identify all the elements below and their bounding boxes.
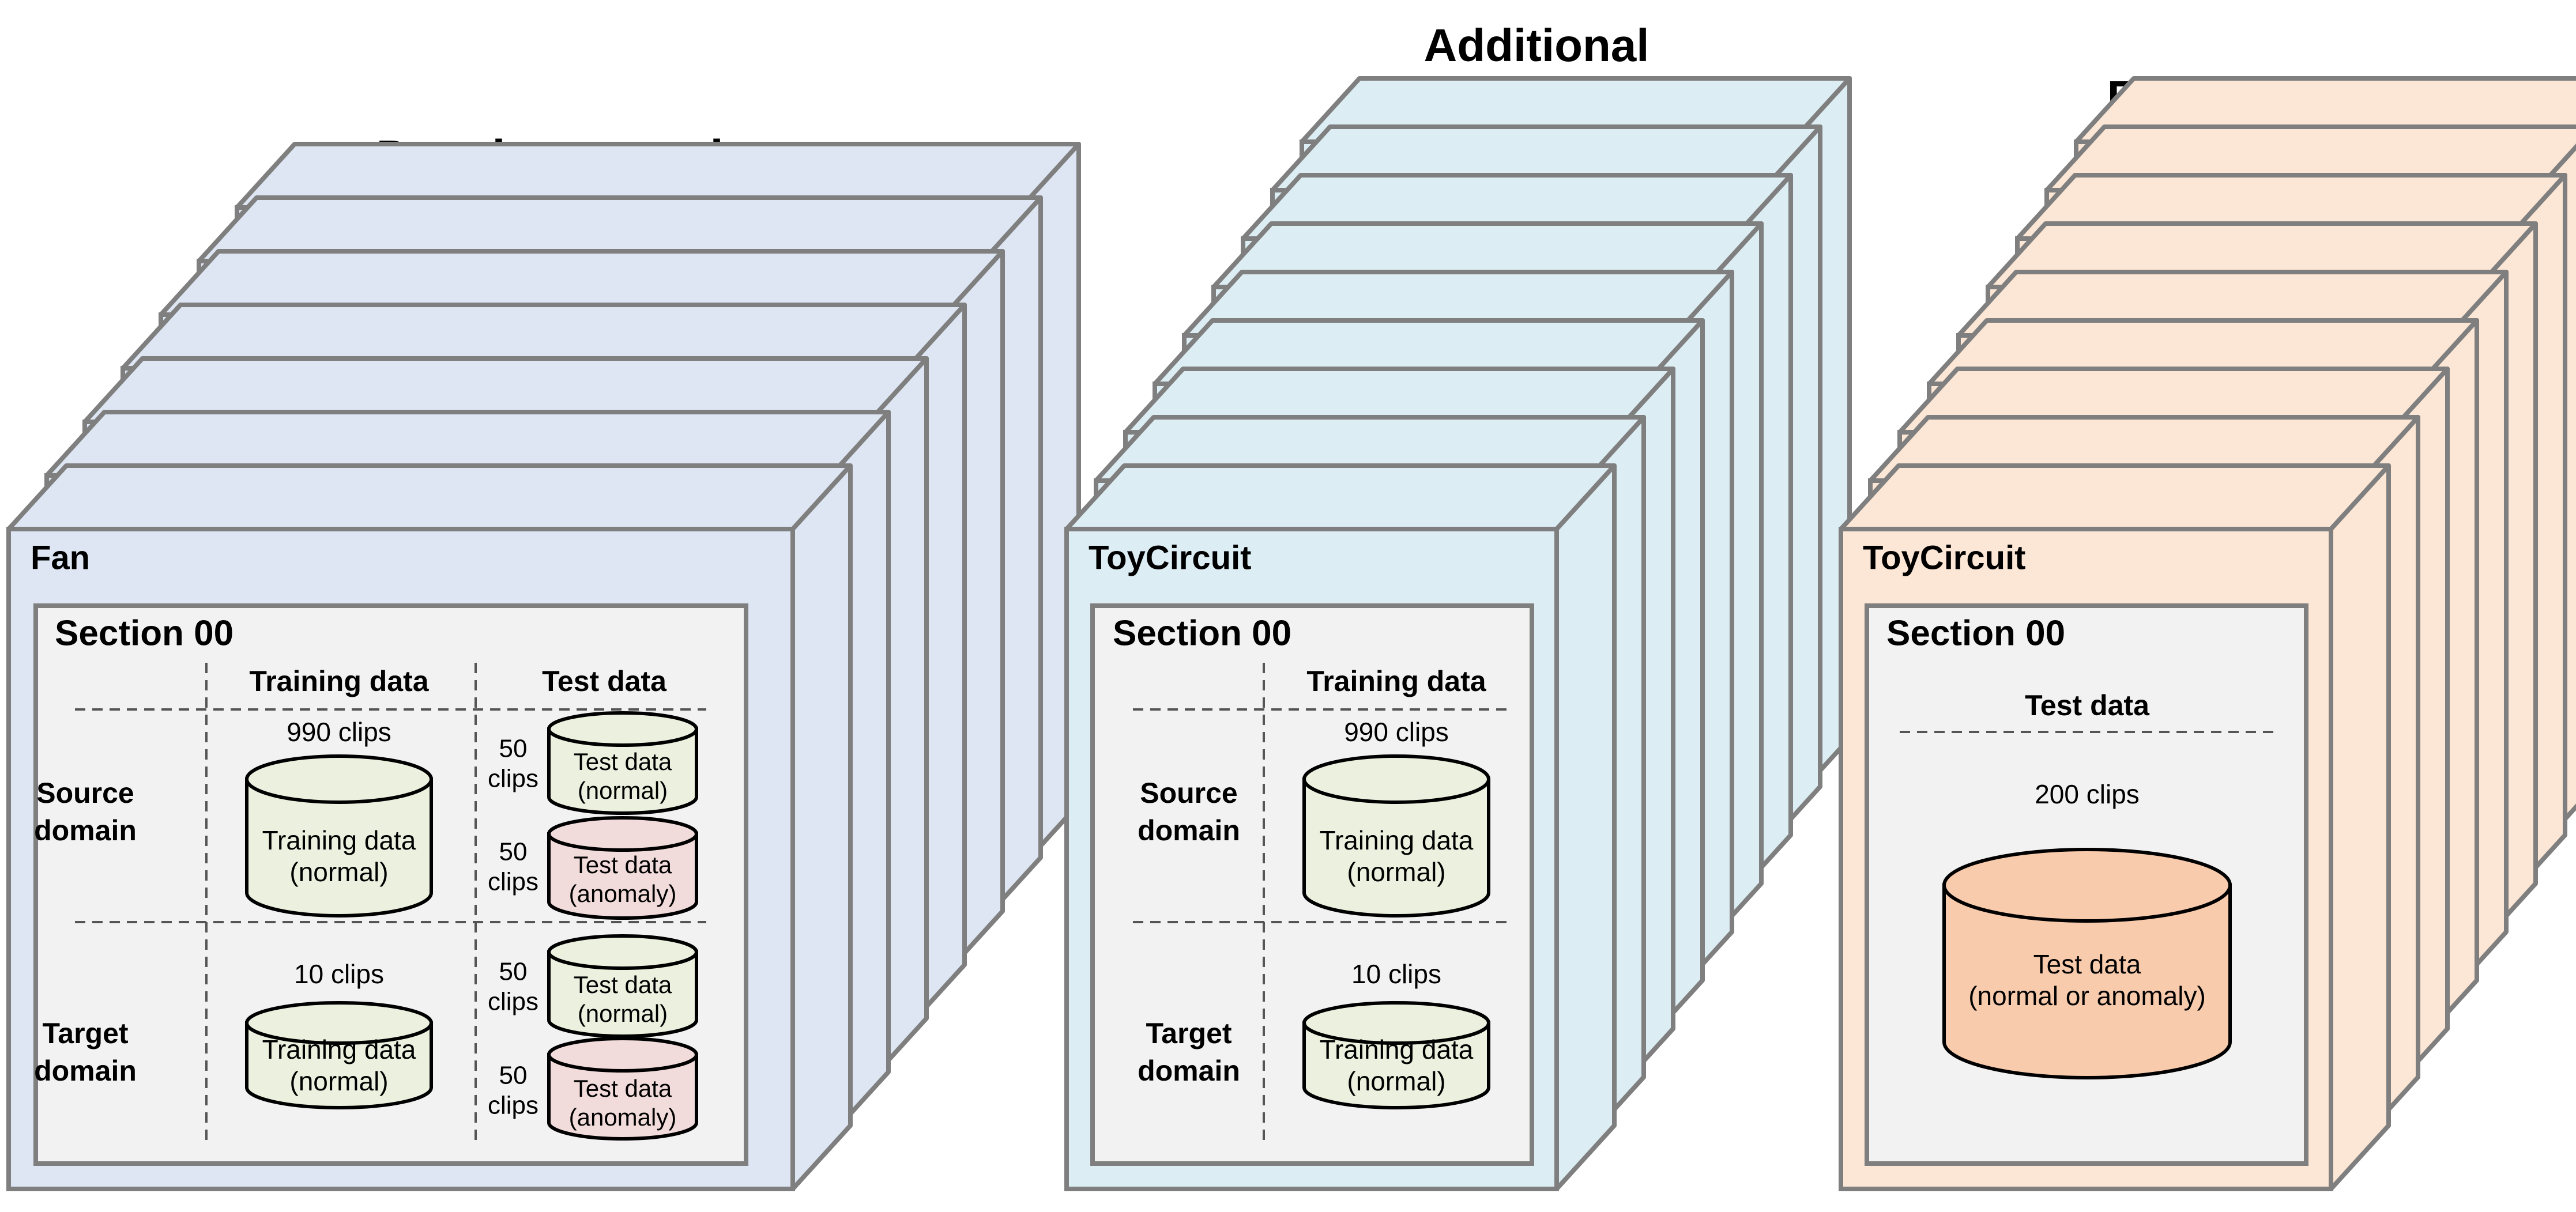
test-data-anomaly-cylinder-body [547, 1053, 698, 1141]
test-data-normal-cylinder [547, 934, 698, 1038]
front-machine-label: ToyCircuit [1089, 539, 1252, 576]
clip-count: 50 [499, 838, 528, 866]
training-data-cylinder-body [245, 777, 433, 918]
clip-count: clips [488, 1092, 538, 1120]
training-data-cylinder-body [1302, 1021, 1490, 1109]
front-machine-label: Fan [31, 539, 90, 576]
test-data-normal-cylinder-top [547, 711, 698, 747]
row-label: Target [42, 1017, 128, 1049]
column-header: Training data [249, 665, 429, 697]
clip-count: 10 clips [294, 959, 384, 989]
cylinder-label: (normal) [578, 777, 668, 804]
training-data-cylinder-body [245, 1021, 433, 1109]
clip-count: 10 clips [1351, 959, 1441, 989]
test-data-cylinder [1942, 848, 2232, 1079]
training-data-cylinder-top [245, 1001, 433, 1045]
row-label: domain [34, 1055, 137, 1087]
training-data-cylinder-top [1302, 754, 1490, 804]
front-layer-top [6, 463, 853, 531]
clip-count: 990 clips [287, 717, 391, 747]
clip-count: clips [488, 988, 538, 1016]
front-machine-label: ToyCircuit [1863, 539, 2026, 576]
test-data-normal-cylinder-body [547, 727, 698, 815]
cylinder-label: Test data [574, 748, 672, 775]
clip-count: clips [488, 765, 538, 793]
training-data-cylinder [245, 1001, 433, 1109]
training-data-cylinder-top [245, 754, 433, 804]
clip-count: 990 clips [1344, 717, 1449, 747]
dataset-title: Additional [1423, 20, 1649, 71]
cylinder-label: (anomaly) [569, 1104, 677, 1131]
cylinder-label: Test data [574, 971, 672, 998]
test-data-anomaly-cylinder [547, 1037, 698, 1141]
clip-count: 50 [499, 958, 528, 986]
evaluation-dataset-group: Evaluation dataset3DPrinterAirCompressor… [1839, 71, 2576, 1191]
cylinder-label: (normal) [289, 1066, 388, 1096]
cylinder-label: Training data [1320, 1034, 1474, 1064]
cylinder-label: (normal) [1347, 1066, 1445, 1096]
cylinder-label: Test data [574, 1075, 672, 1102]
test-data-anomaly-cylinder-body [547, 832, 698, 920]
column-header: Test data [542, 665, 667, 697]
cylinder-label: (normal) [578, 1000, 668, 1027]
test-data-cylinder-top [1942, 848, 2232, 923]
training-data-cylinder [1302, 754, 1490, 918]
row-label: domain [34, 814, 137, 847]
row-label: Source [1140, 777, 1238, 809]
test-data-anomaly-cylinder-top [547, 1037, 698, 1073]
column-header: Test data [2025, 689, 2150, 722]
section-title: Section 00 [1113, 613, 1291, 653]
test-data-anomaly-cylinder [547, 816, 698, 920]
training-data-cylinder [245, 754, 433, 918]
training-data-cylinder-top [1302, 1001, 1490, 1045]
row-label: Source [36, 777, 134, 809]
cylinder-label: (normal) [289, 857, 388, 887]
cylinder-label: (normal or anomaly) [1968, 981, 2206, 1011]
cylinder-label: (anomaly) [569, 880, 677, 907]
training-data-cylinder [1302, 1001, 1490, 1109]
row-label: domain [1138, 1055, 1240, 1087]
clip-count: 200 clips [2035, 779, 2140, 809]
row-label: Target [1146, 1017, 1231, 1049]
cylinder-label: (normal) [1347, 857, 1445, 887]
section-title: Section 00 [1886, 613, 2065, 653]
front-layer-side [2329, 463, 2391, 1191]
front-layer-top [1064, 463, 1617, 531]
test-data-normal-cylinder-body [547, 950, 698, 1038]
test-data-normal-cylinder-top [547, 934, 698, 970]
cylinder-label: Test data [574, 851, 672, 878]
test-data-normal-cylinder [547, 711, 698, 815]
additional-training-dataset-group: Additionaltraining dataset3DPrinterAirCo… [1064, 20, 1852, 1191]
front-layer-side [1554, 463, 1617, 1191]
development-dataset-group: Development datasetValveToyTrainToyCarSl… [6, 130, 1081, 1191]
clip-count: 50 [499, 1062, 528, 1090]
clip-count: clips [488, 868, 538, 896]
cylinder-label: Training data [262, 1034, 416, 1064]
front-layer-top [1839, 463, 2391, 531]
row-label: domain [1138, 814, 1240, 847]
front-layer-side [790, 463, 853, 1191]
cylinder-label: Test data [2033, 949, 2141, 979]
column-header: Training data [1306, 665, 1486, 697]
test-data-cylinder-body [1942, 883, 2232, 1079]
clip-count: 50 [499, 735, 528, 763]
cylinder-label: Training data [1320, 825, 1474, 855]
training-data-cylinder-body [1302, 777, 1490, 918]
cylinder-label: Training data [262, 825, 416, 855]
section-title: Section 00 [55, 613, 234, 653]
test-data-anomaly-cylinder-top [547, 816, 698, 852]
